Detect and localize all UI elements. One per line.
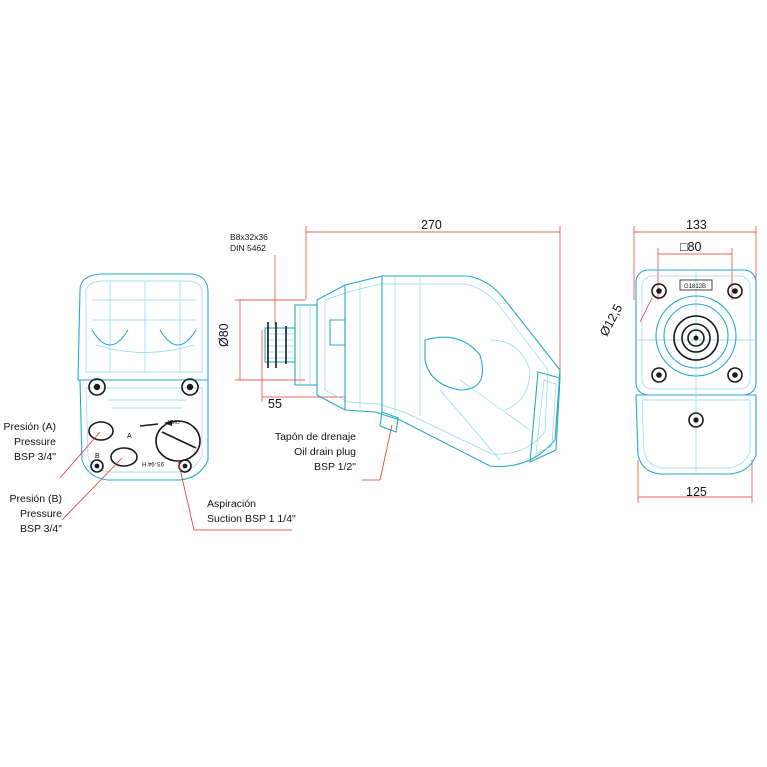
dim-width-bottom: 125 [686,485,707,499]
svg-text:HMO: HMO [168,420,180,426]
dim-length: 270 [421,218,442,232]
callout-drain: Tapón de drenaje Oil drain plug BSP 1/2" [258,430,356,475]
callout-pressure-a: Presión (A) Pressure BSP 3/4" [2,420,56,465]
callout-suction-line1: Aspiración [207,498,257,510]
dim-square: □80 [680,240,702,254]
callout-suction: Aspiración Suction BSP 1 1/4" [207,497,296,527]
end-view: G1812B [633,226,757,503]
callout-pressure-b-line1: Presión (B) [9,493,62,505]
dim-flange-offset: 55 [268,397,282,411]
callout-drain-line1: Tapón de drenaje [274,431,356,443]
dim-shaft-diameter: Ø80 [217,323,231,347]
callout-pressure-b-line2: Pressure [19,508,62,520]
callout-drain-line3: BSP 1/2" [313,461,356,473]
callout-suction-line2: Suction BSP 1 1/4" [207,513,296,525]
svg-text:B: B [95,453,100,460]
dim-width-top: 133 [686,218,707,232]
callout-pressure-a-line2: Pressure [13,436,56,448]
callout-pressure-b-line3: BSP 3/4" [19,523,62,535]
callout-pressure-a-line1: Presión (A) [3,421,56,433]
callout-shaft-line1: B8x32x36 [230,232,268,242]
callout-drain-line2: Oil drain plug [294,446,356,458]
callout-pressure-b: Presión (B) Pressure BSP 3/4" [2,492,62,537]
callout-shaft: B8x32x36 DIN 5462 [230,232,268,254]
callout-pressure-a-line3: BSP 3/4" [13,451,56,463]
side-view [235,226,561,481]
callout-shaft-line2: DIN 5462 [230,243,266,253]
svg-text:G1812B: G1812B [684,284,706,290]
front-port-view: A B 9S-94 H HMO [59,273,292,531]
svg-text:A: A [127,433,132,440]
svg-text:9S-94 H: 9S-94 H [142,460,164,466]
